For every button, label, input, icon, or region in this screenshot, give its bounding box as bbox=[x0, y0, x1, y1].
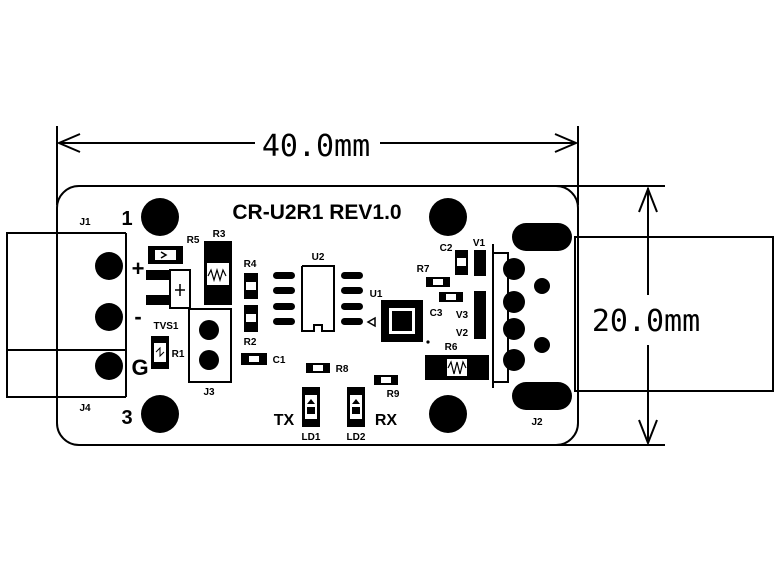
ld2-footprint bbox=[347, 387, 365, 427]
r2-footprint bbox=[244, 305, 258, 332]
c2-footprint bbox=[455, 250, 468, 275]
pin-label-ground: G bbox=[131, 355, 148, 380]
label-j4: J4 bbox=[79, 403, 91, 414]
v2-footprint bbox=[474, 313, 486, 339]
board-outline bbox=[56, 185, 579, 446]
j1-pin-3 bbox=[95, 352, 123, 380]
diode-footprint bbox=[146, 269, 191, 309]
height-arrow-top-icon bbox=[638, 186, 658, 213]
width-dimension bbox=[56, 126, 579, 205]
label-tvs1: TVS1 bbox=[153, 321, 178, 332]
j2-peg-bottom bbox=[534, 337, 550, 353]
label-v2: V2 bbox=[456, 328, 469, 339]
label-j2: J2 bbox=[531, 417, 543, 428]
label-j1: J1 bbox=[79, 217, 91, 228]
label-u2: U2 bbox=[312, 252, 325, 263]
pin-label-plus: + bbox=[132, 256, 145, 281]
label-c2: C2 bbox=[440, 243, 453, 254]
pin-label-3: 3 bbox=[121, 407, 132, 429]
r6-footprint bbox=[425, 355, 489, 380]
tvs1-footprint bbox=[151, 336, 169, 369]
height-dimension bbox=[555, 185, 665, 446]
tx-label: TX bbox=[274, 412, 295, 429]
label-ld2: LD2 bbox=[347, 432, 366, 443]
label-r8: R8 bbox=[336, 364, 349, 375]
label-r4: R4 bbox=[244, 259, 257, 270]
width-arrow-left-icon bbox=[56, 133, 81, 153]
board-title: CR-U2R1 REV1.0 bbox=[232, 201, 401, 224]
u2-footprint bbox=[273, 265, 363, 332]
label-r1: R1 bbox=[172, 349, 185, 360]
r7-footprint bbox=[426, 277, 450, 287]
label-v3: V3 bbox=[456, 310, 469, 321]
mounting-hole-top-right bbox=[429, 198, 467, 236]
label-r3: R3 bbox=[213, 229, 226, 240]
label-v1: V1 bbox=[473, 238, 486, 249]
label-u1: U1 bbox=[370, 289, 383, 300]
j2-pin-2 bbox=[503, 291, 525, 313]
pin-label-minus: - bbox=[134, 304, 141, 329]
height-arrow-bottom-icon bbox=[638, 419, 658, 446]
r5-footprint bbox=[148, 246, 183, 264]
label-ld1: LD1 bbox=[302, 432, 321, 443]
r9-footprint bbox=[374, 375, 398, 385]
j2-pin-4 bbox=[503, 349, 525, 371]
ld1-footprint bbox=[302, 387, 320, 427]
pin-label-1: 1 bbox=[121, 208, 132, 230]
width-dimension-label: 40.0mm bbox=[262, 129, 370, 164]
label-r2: R2 bbox=[244, 337, 257, 348]
label-r9: R9 bbox=[387, 389, 400, 400]
label-r7: R7 bbox=[417, 264, 430, 275]
label-j3: J3 bbox=[203, 387, 215, 398]
mounting-hole-top-left bbox=[141, 198, 179, 236]
u1-footprint bbox=[366, 300, 430, 344]
r4-footprint bbox=[244, 273, 258, 299]
mounting-hole-bottom-right bbox=[429, 395, 467, 433]
c1-footprint bbox=[241, 353, 267, 365]
r8-footprint bbox=[306, 363, 330, 373]
label-r6: R6 bbox=[445, 342, 458, 353]
j3-pin-1 bbox=[199, 320, 219, 340]
label-c1: C1 bbox=[273, 355, 286, 366]
j2-shield-top bbox=[512, 223, 572, 251]
j1-housing bbox=[6, 232, 127, 398]
j1-pin-2 bbox=[95, 303, 123, 331]
label-r5: R5 bbox=[187, 235, 200, 246]
j2-pin-1 bbox=[503, 258, 525, 280]
r3-footprint bbox=[204, 241, 232, 305]
v3-footprint bbox=[474, 291, 486, 313]
rx-label: RX bbox=[375, 412, 398, 429]
label-c3: C3 bbox=[430, 308, 443, 319]
j2-peg-top bbox=[534, 278, 550, 294]
c3-footprint bbox=[439, 292, 463, 302]
width-arrow-right-icon bbox=[554, 133, 579, 153]
height-dimension-label: 20.0mm bbox=[592, 304, 700, 339]
j1-pin-1 bbox=[95, 252, 123, 280]
v1-footprint bbox=[474, 250, 486, 276]
j2-shield-bottom bbox=[512, 382, 572, 410]
j3-pin-2 bbox=[199, 350, 219, 370]
mounting-hole-bottom-left bbox=[141, 395, 179, 433]
j2-pin-3 bbox=[503, 318, 525, 340]
j3-outline bbox=[188, 308, 232, 383]
j2-housing bbox=[492, 236, 774, 392]
